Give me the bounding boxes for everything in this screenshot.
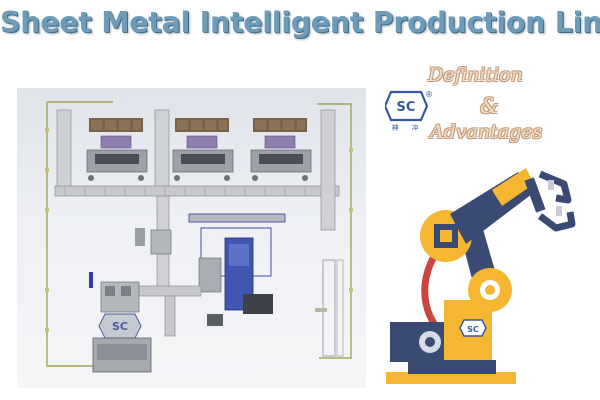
subtitle-definition: Definition	[428, 64, 523, 86]
logo-char-2: 冲	[412, 123, 419, 132]
production-line-layout: SC	[17, 88, 366, 388]
page-title: Sheet Metal Intelligent Production Line	[0, 6, 600, 39]
logo-char-1: 神	[392, 123, 399, 132]
subtitle-advantages: Advantages	[430, 121, 543, 143]
company-logo: SC ® 神 冲	[383, 88, 433, 132]
svg-text:SC: SC	[112, 320, 128, 333]
production-line-layout-icon: SC	[45, 101, 353, 373]
robotic-arm-icon: SC	[386, 168, 576, 384]
subtitle-ampersand: &	[480, 94, 499, 118]
logo-mark: SC	[397, 100, 416, 115]
logo-registered: ®	[425, 90, 433, 99]
robot-badge-mark: SC	[467, 325, 479, 334]
